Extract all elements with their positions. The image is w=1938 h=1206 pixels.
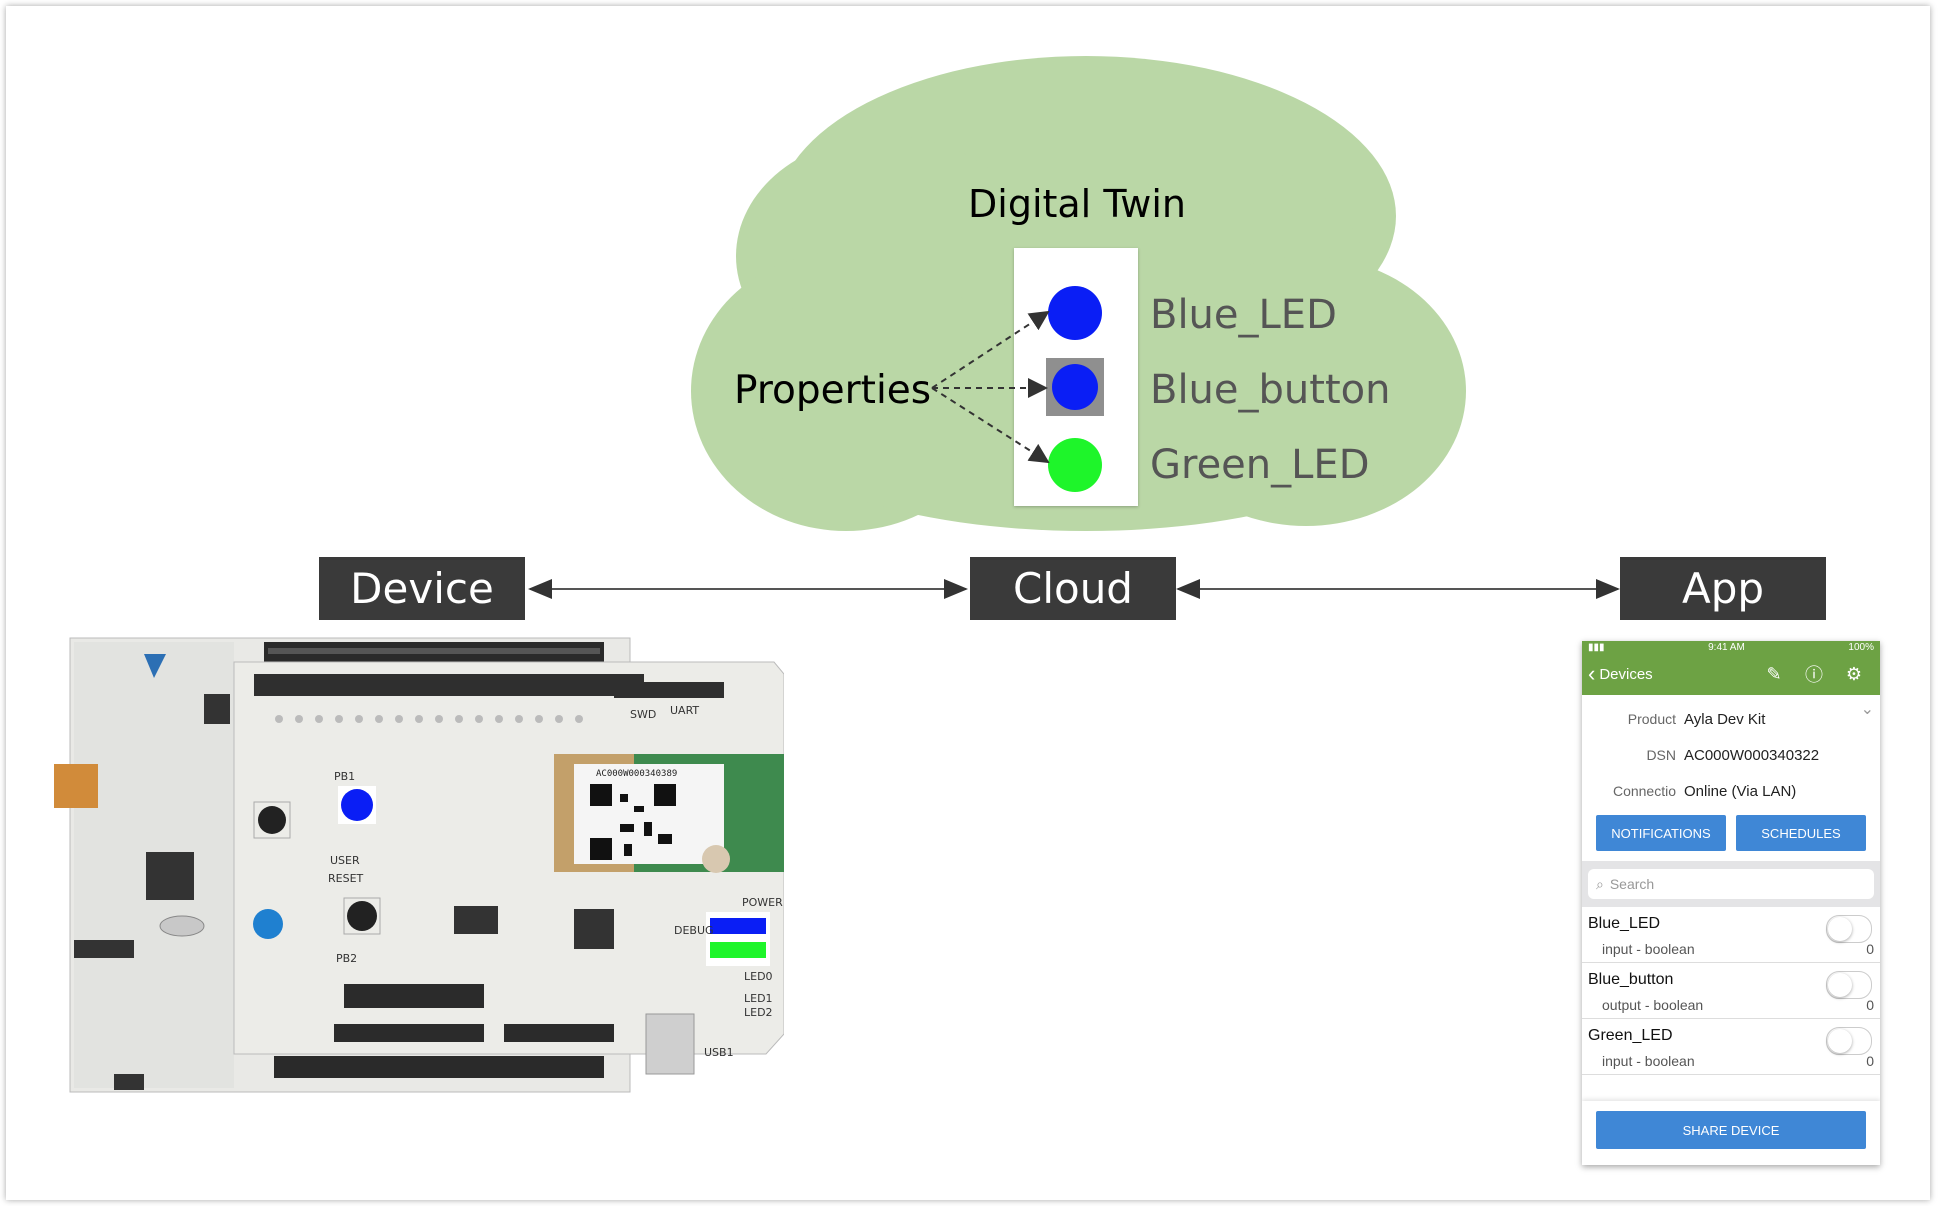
green-led-dot	[1048, 438, 1102, 492]
share-device-button[interactable]: SHARE DEVICE	[1596, 1111, 1866, 1149]
status-bar: ▮▮▮ 9:41 AM 100%	[1582, 641, 1880, 653]
gear-icon[interactable]: ⚙	[1845, 663, 1863, 684]
svg-text:RESET: RESET	[328, 872, 364, 885]
item-name: Blue_LED	[1588, 915, 1661, 932]
svg-text:USB1: USB1	[704, 1046, 734, 1059]
footer: SHARE DEVICE	[1582, 1101, 1880, 1165]
green-led-toggle[interactable]	[1826, 1027, 1872, 1055]
device-label: Device	[319, 557, 525, 620]
search-bar: ⌕ Search	[1582, 861, 1880, 907]
svg-text:LED1: LED1	[744, 992, 773, 1005]
svg-text:USER: USER	[330, 854, 360, 867]
prop-name-green-led: Green_LED	[1150, 442, 1370, 488]
item-name: Blue_button	[1588, 971, 1674, 988]
info-icon[interactable]: ⓘ	[1805, 665, 1823, 685]
notifications-button[interactable]: NOTIFICATIONS	[1596, 815, 1726, 851]
blue-button-square	[1046, 358, 1104, 416]
pencil-icon[interactable]: ✎	[1766, 663, 1782, 684]
back-button[interactable]: ‹ Devices	[1588, 661, 1754, 687]
chevron-down-icon[interactable]: ⌄	[1860, 701, 1874, 718]
info-row: Connectio Online (Via LAN)	[1612, 782, 1797, 800]
info-row: DSN AC000W000340322	[1646, 746, 1820, 764]
device-info: ⌄ Product Ayla Dev Kit DSN AC000W0003403…	[1582, 695, 1880, 809]
item-name: Green_LED	[1588, 1027, 1673, 1044]
properties-label: Properties	[734, 368, 932, 413]
status-battery: 100%	[1848, 641, 1874, 653]
svg-text:SWD: SWD	[630, 708, 656, 721]
schedules-button[interactable]: SCHEDULES	[1736, 815, 1866, 851]
prop-name-blue-button: Blue_button	[1150, 367, 1391, 413]
status-time: 9:41 AM	[1708, 641, 1745, 653]
svg-text:LED0: LED0	[744, 970, 773, 983]
svg-text:AC000W000340389: AC000W000340389	[596, 769, 677, 779]
svg-text:LED2: LED2	[744, 1006, 773, 1019]
search-placeholder: Search	[1609, 876, 1655, 892]
svg-text:PB1: PB1	[334, 770, 355, 783]
blue-button-dot	[1052, 364, 1098, 410]
blue-button-toggle[interactable]	[1826, 971, 1872, 999]
chevron-left-icon: ‹	[1588, 661, 1596, 686]
prop-name-blue-led: Blue_LED	[1150, 292, 1337, 338]
back-label: Devices	[1599, 665, 1653, 683]
blue-led-dot	[1048, 286, 1102, 340]
property-arrows	[528, 310, 1620, 599]
diagram-slide: Digital Twin Blue_LED Blue_button Green_…	[6, 6, 1930, 1200]
svg-text:PB2: PB2	[336, 952, 357, 965]
svg-text:POWER: POWER	[742, 896, 783, 909]
arrow-to-green-led	[931, 387, 1050, 464]
blue-led-toggle[interactable]	[1826, 915, 1872, 943]
action-buttons: NOTIFICATIONS SCHEDULES	[1582, 809, 1880, 861]
cloud-label: Cloud	[970, 557, 1176, 620]
search-icon: ⌕	[1596, 875, 1604, 892]
device-board-image: USER RESET PB1 PB2 POWER SWD UART LED0 L…	[54, 637, 784, 1093]
search-input[interactable]: ⌕ Search	[1588, 869, 1874, 899]
info-row: Product Ayla Dev Kit	[1627, 710, 1766, 728]
signal-icon: ▮▮▮	[1588, 641, 1605, 653]
app-label: App	[1620, 557, 1826, 620]
arrow-to-blue-led	[931, 310, 1050, 389]
nav-bar: ‹ Devices ✎ ⓘ ⚙	[1582, 653, 1880, 695]
svg-text:UART: UART	[670, 704, 699, 717]
cloud-title: Digital Twin	[968, 182, 1186, 226]
svg-text:DEBUG: DEBUG	[674, 924, 714, 937]
phone-app: ▮▮▮ 9:41 AM 100% ‹ Devices ✎ ⓘ ⚙ ⌄ Produ…	[1582, 641, 1880, 1165]
